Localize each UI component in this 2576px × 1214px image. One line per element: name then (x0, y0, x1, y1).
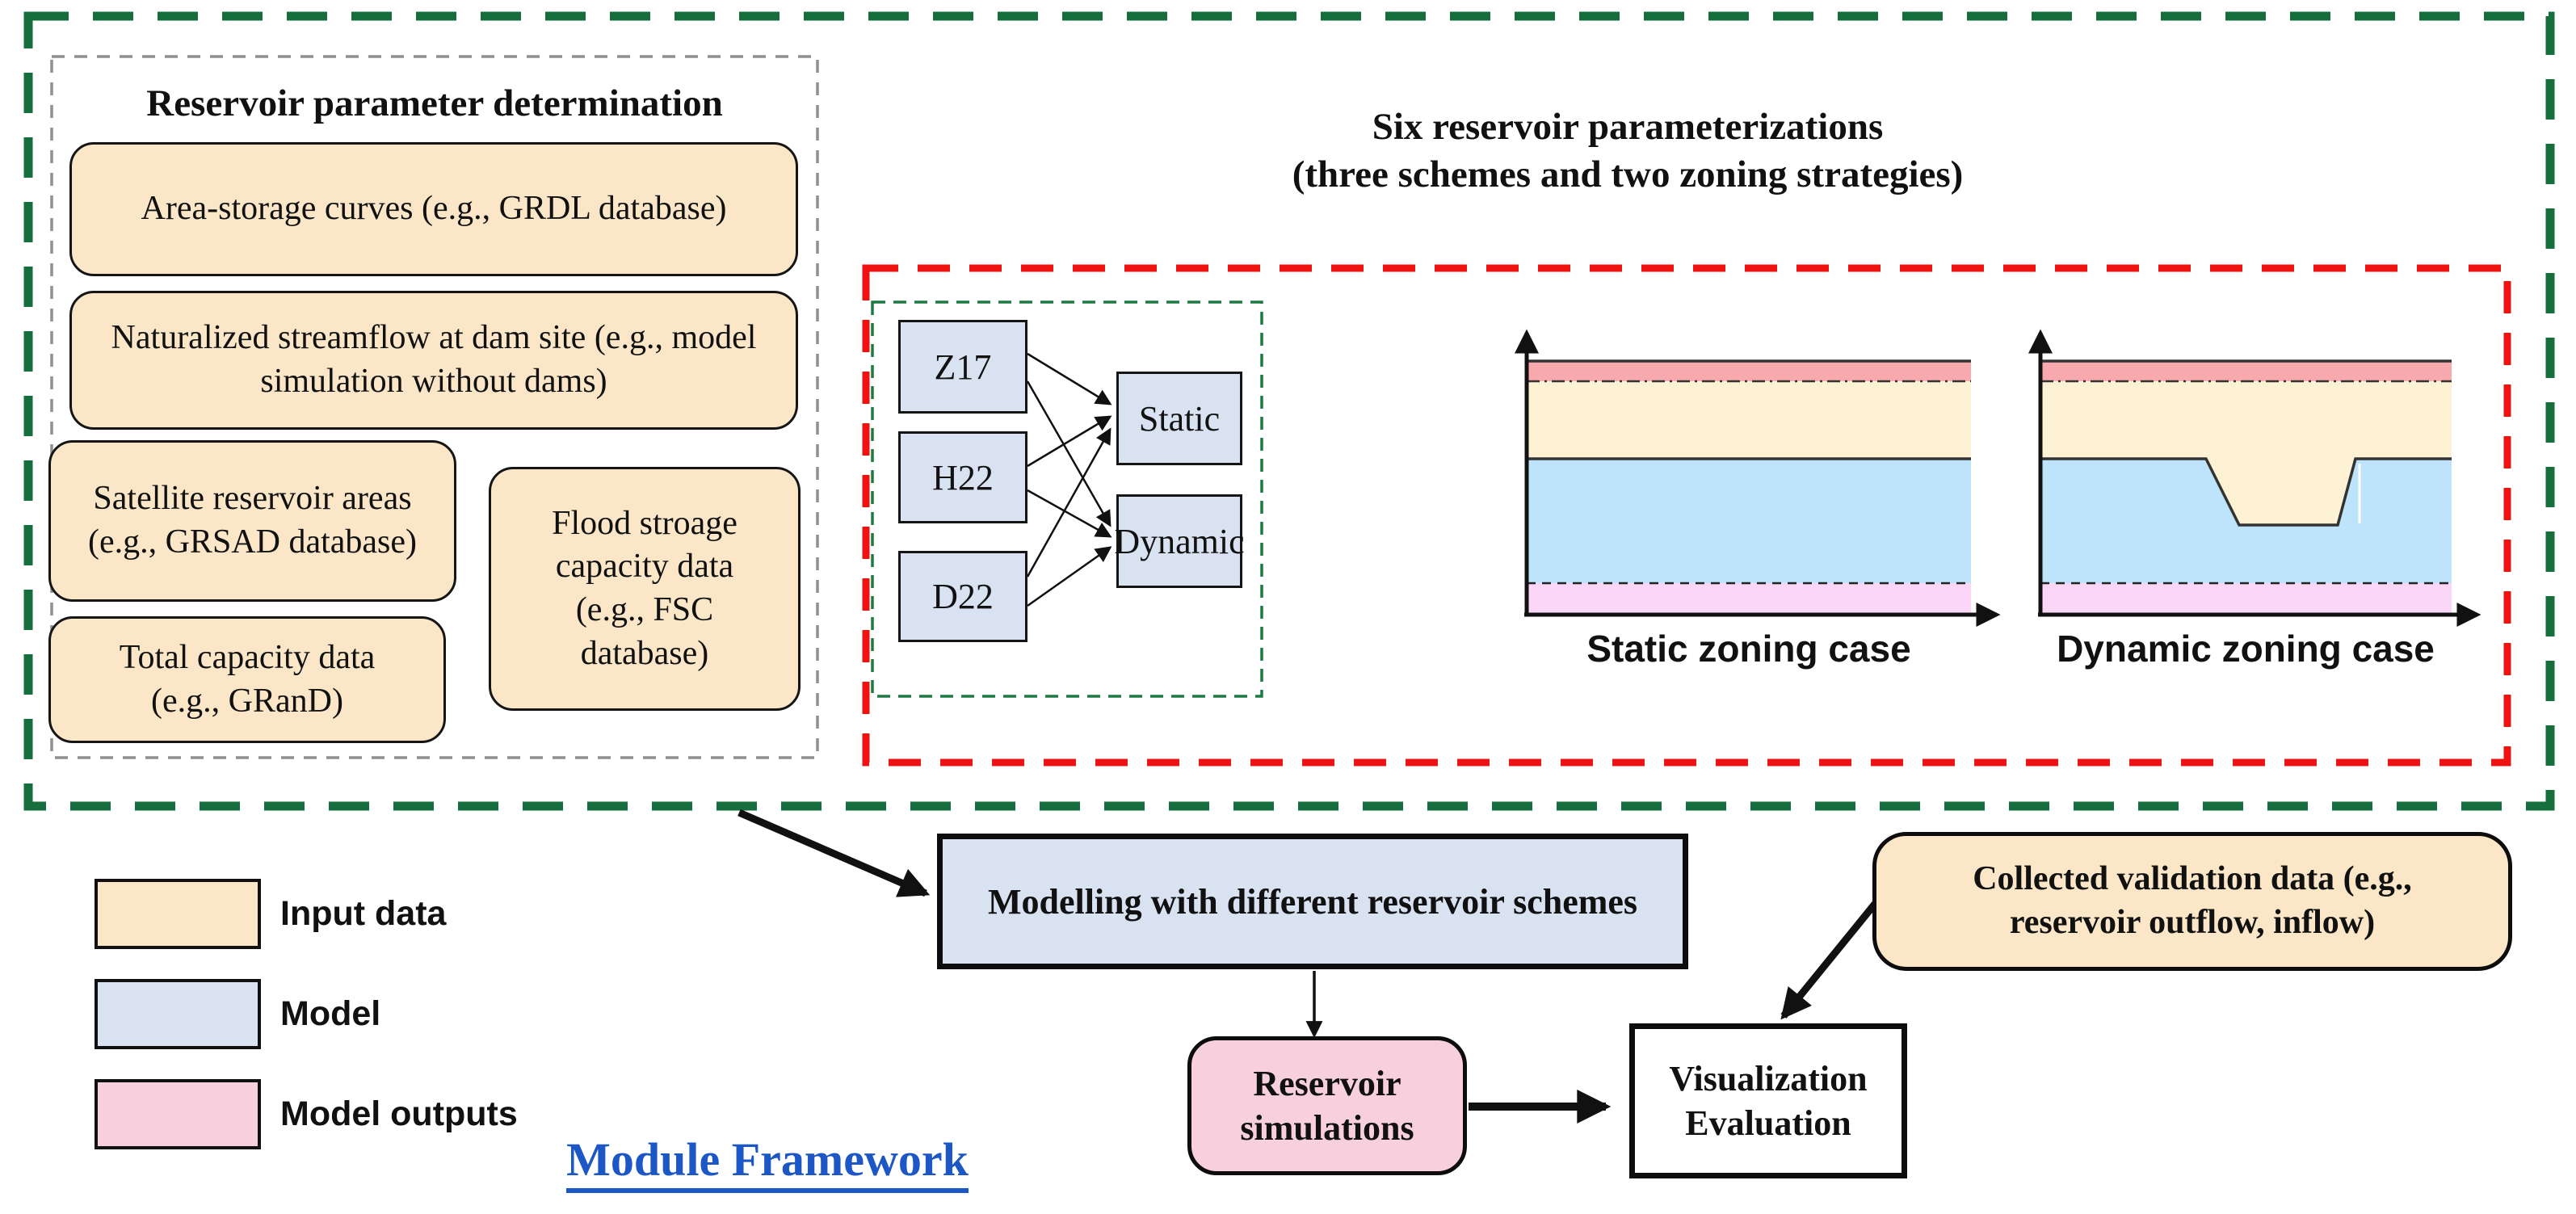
outer-green-dashed-frame (23, 11, 2555, 811)
input-box-flood-storage-capacity: Flood stroage capacity data (e.g., FSC d… (489, 467, 801, 711)
legend-swatch-input-data (95, 879, 261, 949)
static-band-conservation (1527, 381, 1971, 459)
parameterizations-title-line1: Six reservoir parameterizations (1372, 106, 1884, 148)
dynamic-band-active (2040, 459, 2452, 583)
scheme-box-d22: D22 (898, 551, 1027, 642)
scheme-to-zoning-arrows (1026, 352, 1112, 607)
static-zoning-chart (1515, 329, 2001, 627)
static-band-active (1527, 459, 1971, 583)
scheme-box-h22: H22 (898, 431, 1027, 523)
arrow-framework-to-modelling (738, 809, 931, 897)
parameter-panel-dashed-frame (50, 55, 819, 759)
visualization-evaluation-box: Visualization Evaluation (1629, 1023, 1907, 1178)
dynamic-band-flood (2040, 361, 2452, 381)
red-dashed-frame (862, 264, 2511, 767)
dynamic-band-conservation (2040, 381, 2452, 525)
legend-swatch-model-outputs (95, 1079, 261, 1149)
input-box-naturalized-streamflow: Naturalized streamflow at dam site (e.g.… (69, 291, 798, 430)
module-framework-link[interactable]: Module Framework (566, 1132, 969, 1193)
validation-data-box: Collected validation data (e.g., reservo… (1872, 832, 2512, 971)
dynamic-zone-boundary (2040, 457, 2452, 527)
dynamic-zoning-chart (2028, 329, 2481, 627)
scheme-zoning-dashed-frame (871, 300, 1263, 698)
left-panel-title: Reservoir parameter determination (146, 82, 723, 124)
legend-label-model: Model (280, 994, 381, 1033)
arrow-validation-to-evaluation (1780, 893, 1885, 1020)
legend-label-model-outputs: Model outputs (280, 1094, 518, 1133)
input-box-total-capacity-data: Total capacity data (e.g., GRanD) (48, 616, 446, 743)
static-band-flood (1527, 361, 1971, 381)
zoning-box-static: Static (1116, 372, 1242, 465)
parameterizations-title: Six reservoir parameterizations (three s… (1131, 103, 2124, 199)
dynamic-band-dead (2040, 583, 2452, 615)
legend-label-input-data: Input data (280, 894, 447, 933)
reservoir-simulations-box: Reservoir simulations (1187, 1036, 1467, 1175)
legend-swatch-model (95, 979, 261, 1049)
static-zoning-chart-label: Static zoning case (1586, 628, 1911, 670)
input-box-area-storage-curves: Area-storage curves (e.g., GRDL database… (69, 142, 798, 276)
scheme-box-z17: Z17 (898, 320, 1027, 414)
caption-wrap: Module Framework (517, 1128, 1018, 1197)
parameterizations-title-line2: (three schemes and two zoning strategies… (1292, 153, 1964, 195)
static-band-dead (1527, 583, 1971, 615)
zoning-box-dynamic: Dynamic (1114, 494, 1245, 588)
modelling-box: Modelling with different reservoir schem… (937, 834, 1688, 969)
dynamic-zoning-chart-label: Dynamic zoning case (2057, 628, 2435, 670)
input-box-satellite-reservoir-areas: Satellite reservoir areas (e.g., GRSAD d… (48, 440, 456, 602)
